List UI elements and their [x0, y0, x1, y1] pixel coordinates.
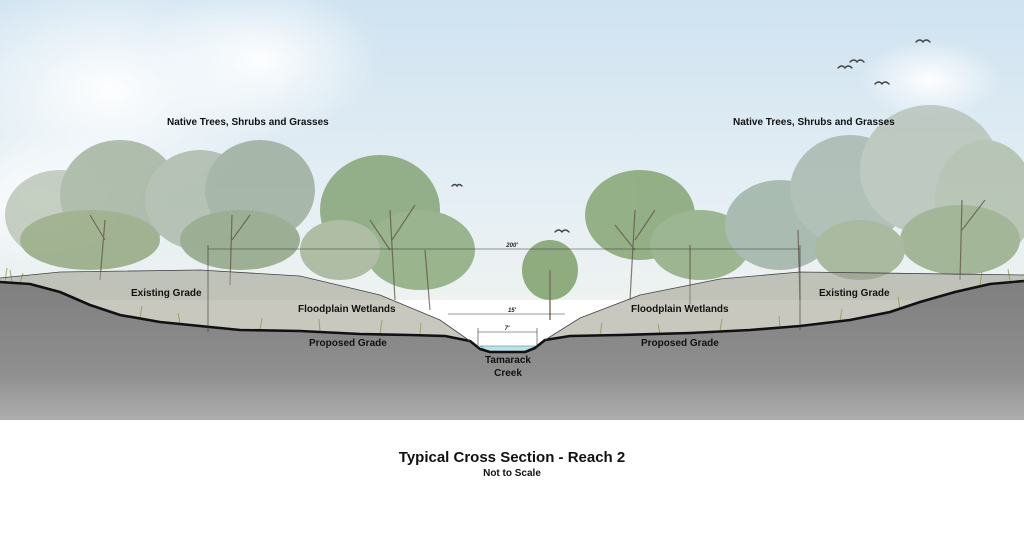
dimension-label-7: 7': [504, 326, 510, 332]
tree-canopy-right: [585, 105, 1024, 280]
label-creek-name-line1: Tamarack: [485, 355, 531, 366]
label-existing-grade-left: Existing Grade: [131, 288, 202, 299]
figure-title: Typical Cross Section - Reach 2: [398, 449, 626, 466]
label-native-vegetation-right: Native Trees, Shrubs and Grasses: [733, 117, 895, 128]
dimension-label-15: 15': [507, 308, 517, 314]
figure-subtitle: Not to Scale: [483, 468, 541, 479]
label-creek-name-line2: Creek: [494, 368, 522, 379]
soil-section: [0, 281, 1024, 432]
dimension-lines: [207, 245, 801, 348]
tree-center: [522, 240, 578, 320]
label-floodplain-wetlands-right: Floodplain Wetlands: [631, 304, 729, 315]
tree-trunks: [89, 199, 986, 311]
floodplain-fill-right: [545, 272, 1024, 340]
label-proposed-grade-right: Proposed Grade: [641, 338, 719, 349]
birds: [451, 39, 931, 234]
dimension-label-200: 200': [506, 243, 518, 249]
grasses: [4, 267, 1011, 336]
existing-grade-line: [0, 269, 1024, 342]
label-proposed-grade-left: Proposed Grade: [309, 338, 387, 349]
tree-canopy-left: [5, 140, 475, 290]
proposed-grade-line: [0, 279, 1024, 354]
label-native-vegetation-left: Native Trees, Shrubs and Grasses: [167, 117, 329, 128]
label-existing-grade-right: Existing Grade: [819, 288, 890, 299]
floodplain-fill-left: [0, 270, 470, 341]
label-floodplain-wetlands-left: Floodplain Wetlands: [298, 304, 396, 315]
